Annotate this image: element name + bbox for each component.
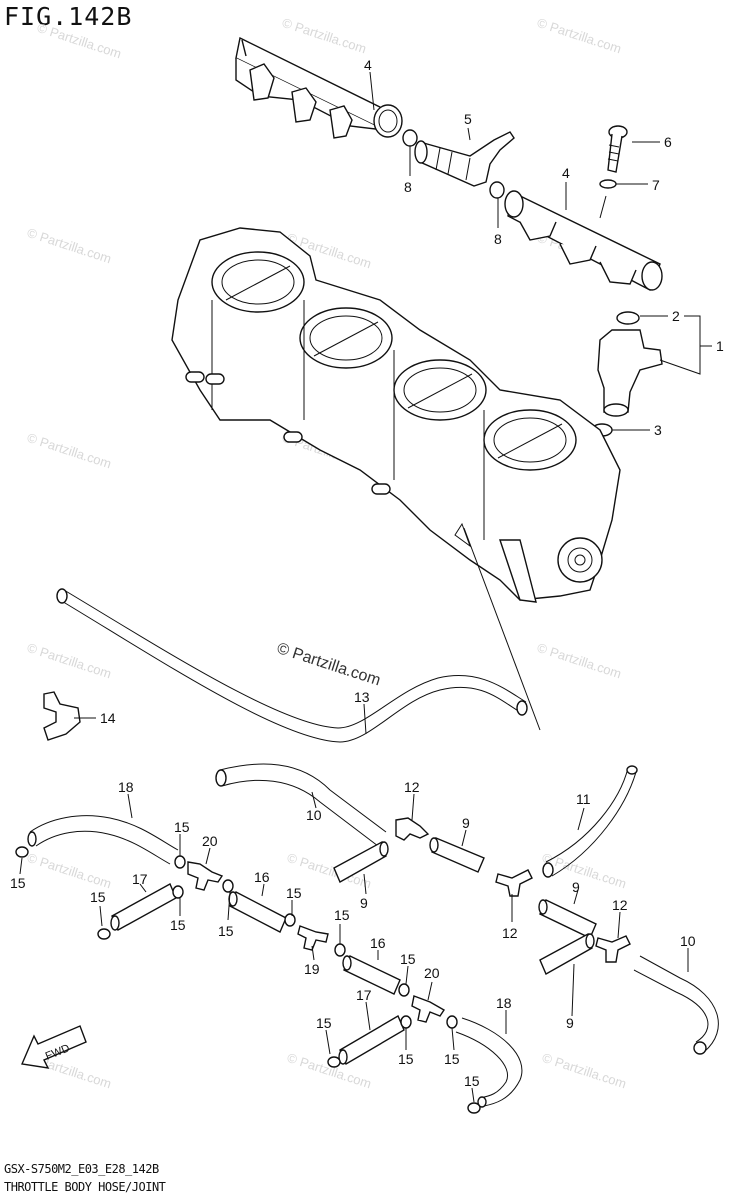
clamp-15[interactable] bbox=[327, 1056, 341, 1068]
hose-9-a[interactable] bbox=[429, 837, 485, 873]
clamp-15[interactable] bbox=[284, 913, 296, 927]
callout-2: 2 bbox=[672, 308, 680, 324]
callout-15: 15 bbox=[218, 923, 234, 939]
hose-17-bottom[interactable] bbox=[338, 1014, 405, 1066]
callout-4: 4 bbox=[562, 165, 570, 181]
callout-18: 18 bbox=[118, 779, 134, 795]
hose-9-b[interactable] bbox=[333, 840, 389, 883]
clamp-15[interactable] bbox=[398, 983, 410, 997]
callout-10: 10 bbox=[306, 807, 322, 823]
clamp-15[interactable] bbox=[174, 855, 186, 869]
callout-15: 15 bbox=[334, 907, 350, 923]
callout-12: 12 bbox=[404, 779, 420, 795]
callout-19: 19 bbox=[304, 961, 320, 977]
callout-9: 9 bbox=[462, 815, 470, 831]
fuel-joint-5[interactable] bbox=[414, 131, 515, 187]
hose-11[interactable] bbox=[542, 765, 638, 878]
joint-19[interactable] bbox=[297, 925, 329, 951]
screw-6[interactable] bbox=[607, 125, 628, 173]
callout-7: 7 bbox=[652, 177, 660, 193]
clamp-15[interactable] bbox=[467, 1102, 481, 1114]
zoom-line bbox=[463, 527, 541, 731]
callout-16: 16 bbox=[370, 935, 386, 951]
callout-18: 18 bbox=[496, 995, 512, 1011]
callout-3: 3 bbox=[654, 422, 662, 438]
callout-20: 20 bbox=[202, 833, 218, 849]
zoom-arrowhead bbox=[454, 522, 472, 548]
callout-15: 15 bbox=[444, 1051, 460, 1067]
callout-15: 15 bbox=[10, 875, 26, 891]
fuel-rail-right[interactable] bbox=[504, 190, 663, 291]
callout-15: 15 bbox=[464, 1073, 480, 1089]
callout-6: 6 bbox=[664, 134, 672, 150]
callout-10: 10 bbox=[680, 933, 696, 949]
clamp-15[interactable] bbox=[172, 885, 184, 899]
callout-17: 17 bbox=[132, 871, 148, 887]
hose-18-bottom[interactable] bbox=[455, 1017, 523, 1108]
callout-20: 20 bbox=[424, 965, 440, 981]
callout-12: 12 bbox=[612, 897, 628, 913]
joint-20-right[interactable] bbox=[411, 995, 445, 1023]
callout-9: 9 bbox=[360, 895, 368, 911]
throttle-body-assembly[interactable] bbox=[171, 227, 621, 603]
callout-4: 4 bbox=[364, 57, 372, 73]
hose-16-middle[interactable] bbox=[342, 955, 401, 995]
clamp-14[interactable] bbox=[43, 691, 81, 741]
callout-8: 8 bbox=[404, 179, 412, 195]
callout-13: 13 bbox=[354, 689, 370, 705]
clamp-15[interactable] bbox=[222, 879, 234, 893]
seal-2[interactable] bbox=[616, 311, 640, 325]
hose-17-left[interactable] bbox=[110, 883, 177, 931]
fuel-rail-left[interactable] bbox=[235, 36, 403, 139]
callout-17: 17 bbox=[356, 987, 372, 1003]
clamp-15[interactable] bbox=[400, 1015, 412, 1029]
callout-5: 5 bbox=[464, 111, 472, 127]
hose-18-left[interactable] bbox=[27, 815, 179, 865]
hose-9-d[interactable] bbox=[539, 932, 595, 975]
callout-15: 15 bbox=[90, 889, 106, 905]
callout-11: 11 bbox=[576, 791, 591, 807]
clamp-15[interactable] bbox=[446, 1015, 458, 1029]
fuel-injector-1[interactable] bbox=[597, 329, 663, 417]
callout-15: 15 bbox=[400, 951, 416, 967]
washer-7[interactable] bbox=[599, 179, 617, 189]
callout-15: 15 bbox=[398, 1051, 414, 1067]
clamp-15[interactable] bbox=[334, 943, 346, 957]
callout-15: 15 bbox=[286, 885, 302, 901]
callout-15: 15 bbox=[170, 917, 186, 933]
hose-10-right[interactable] bbox=[633, 955, 719, 1055]
callout-8: 8 bbox=[494, 231, 502, 247]
joint-20-left[interactable] bbox=[187, 861, 224, 891]
figure-title: FIG.142B bbox=[4, 2, 133, 31]
callout-15: 15 bbox=[174, 819, 190, 835]
callout-12: 12 bbox=[502, 925, 518, 941]
callouts: 4 5 6 7 8 8 4 2 1 3 13 14 18 10 12 11 9 … bbox=[10, 57, 724, 1089]
joint-12-top[interactable] bbox=[395, 817, 430, 841]
hose-16-left[interactable] bbox=[228, 891, 287, 933]
callout-9: 9 bbox=[572, 879, 580, 895]
joint-12-right[interactable] bbox=[595, 935, 631, 963]
callout-16: 16 bbox=[254, 869, 270, 885]
callout-1: 1 bbox=[716, 338, 724, 354]
leader-lines bbox=[19, 71, 712, 1103]
joint-12-middle[interactable] bbox=[495, 869, 533, 897]
hose-13[interactable] bbox=[56, 588, 528, 743]
forward-arrow: FWD bbox=[21, 1025, 87, 1069]
o-ring-8-right[interactable] bbox=[489, 181, 505, 199]
hose-9-c[interactable] bbox=[538, 899, 597, 939]
figure-code: GSX-S750M2_E03_E28_142B bbox=[4, 1162, 159, 1176]
callout-14: 14 bbox=[100, 710, 116, 726]
callout-15: 15 bbox=[316, 1015, 332, 1031]
hose-10-top[interactable] bbox=[215, 763, 387, 847]
callout-9: 9 bbox=[566, 1015, 574, 1031]
o-ring-8-left[interactable] bbox=[402, 129, 418, 147]
clamp-15[interactable] bbox=[97, 928, 111, 940]
clamp-15[interactable] bbox=[15, 846, 29, 858]
figure-name: THROTTLE BODY HOSE/JOINT bbox=[4, 1180, 166, 1194]
